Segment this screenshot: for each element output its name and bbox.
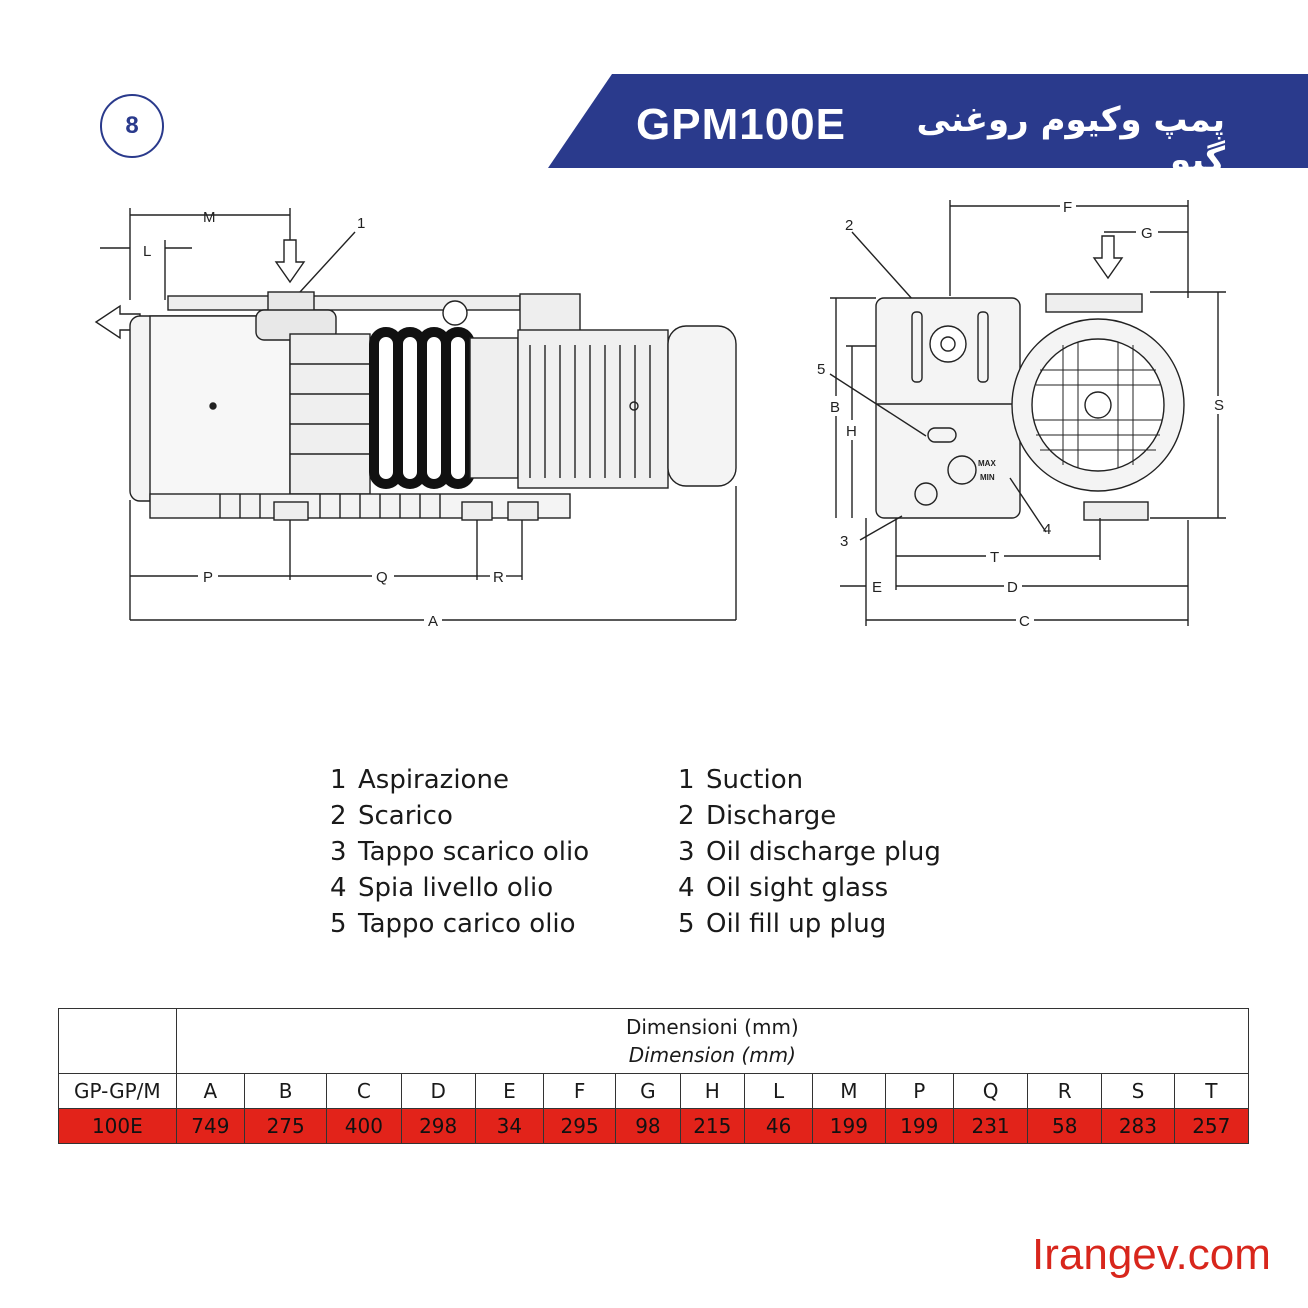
dim-label-a: A [428, 613, 438, 630]
technical-drawing: M L 1 P Q R A F G 2 5 B H S 3 4 T E D C … [94, 199, 1226, 630]
table-cell: 46 [744, 1108, 814, 1144]
dimensions-table: Dimensioni (mm) Dimension (mm) GP-GP/M A… [58, 1008, 1250, 1144]
callout-4: 4 [1043, 521, 1051, 538]
dim-label-b: B [830, 399, 840, 416]
dim-label-h: H [846, 423, 857, 440]
website-url: Irangev.com [1032, 1230, 1271, 1279]
table-cell: 298 [400, 1108, 476, 1144]
column-header: M [812, 1073, 886, 1109]
dim-label-f: F [1063, 199, 1072, 216]
column-header: P [884, 1073, 954, 1109]
table-cell: 34 [474, 1108, 544, 1144]
table-corner-cell [58, 1008, 177, 1074]
row-label: 100E [58, 1108, 177, 1144]
dim-label-d: D [1007, 579, 1018, 596]
dim-label-r: R [493, 569, 504, 586]
column-header: A [175, 1073, 246, 1109]
table-row: 100E 749 275 400 298 34 295 98 215 46 19… [58, 1108, 1250, 1144]
callout-5: 5 [817, 361, 825, 378]
dim-label-t: T [990, 549, 999, 566]
table-cell: 400 [326, 1108, 402, 1144]
dim-label-c: C [1019, 613, 1030, 630]
table-cell: 283 [1101, 1108, 1175, 1144]
column-header: L [744, 1073, 814, 1109]
dim-label-s: S [1214, 397, 1224, 414]
dim-label-q: Q [376, 569, 388, 586]
column-header: B [244, 1073, 328, 1109]
callout-3: 3 [840, 533, 848, 550]
table-cell: 231 [952, 1108, 1029, 1144]
callout-1: 1 [357, 215, 365, 232]
callout-2: 2 [845, 217, 853, 234]
dim-label-e: E [872, 579, 882, 596]
column-header: D [400, 1073, 476, 1109]
header-banner [548, 74, 1308, 168]
table-cell: 199 [812, 1108, 886, 1144]
model-title: GPM100E [636, 100, 846, 149]
column-header: E [474, 1073, 544, 1109]
table-cell: 58 [1027, 1108, 1103, 1144]
column-header: G [615, 1073, 681, 1109]
table-cell: 749 [175, 1108, 246, 1144]
table-title: Dimensioni (mm) Dimension (mm) [175, 1008, 1250, 1074]
sight-glass-min-label: MIN [980, 473, 995, 482]
dim-label-m: M [203, 209, 216, 226]
table-cell: 295 [542, 1108, 617, 1144]
dim-label-p: P [203, 569, 213, 586]
product-title-persian: پمپ وکیوم روغنی گیو [916, 100, 1225, 180]
page-number-badge: 8 [100, 94, 164, 158]
column-header: T [1173, 1073, 1250, 1109]
sight-glass-max-label: MAX [978, 459, 996, 468]
table-header-row: GP-GP/M A B C D E F G H L M P Q R S T [58, 1073, 1250, 1109]
column-header: Q [952, 1073, 1029, 1109]
row-header: GP-GP/M [58, 1073, 177, 1109]
table-cell: 257 [1173, 1108, 1250, 1144]
column-header: R [1027, 1073, 1103, 1109]
table-cell: 275 [244, 1108, 328, 1144]
table-cell: 215 [679, 1108, 746, 1144]
dim-label-l: L [143, 243, 151, 260]
dim-label-g: G [1141, 225, 1153, 242]
column-header: H [679, 1073, 746, 1109]
column-header: F [542, 1073, 617, 1109]
table-cell: 98 [615, 1108, 681, 1144]
table-cell: 199 [884, 1108, 954, 1144]
column-header: S [1101, 1073, 1175, 1109]
column-header: C [326, 1073, 402, 1109]
